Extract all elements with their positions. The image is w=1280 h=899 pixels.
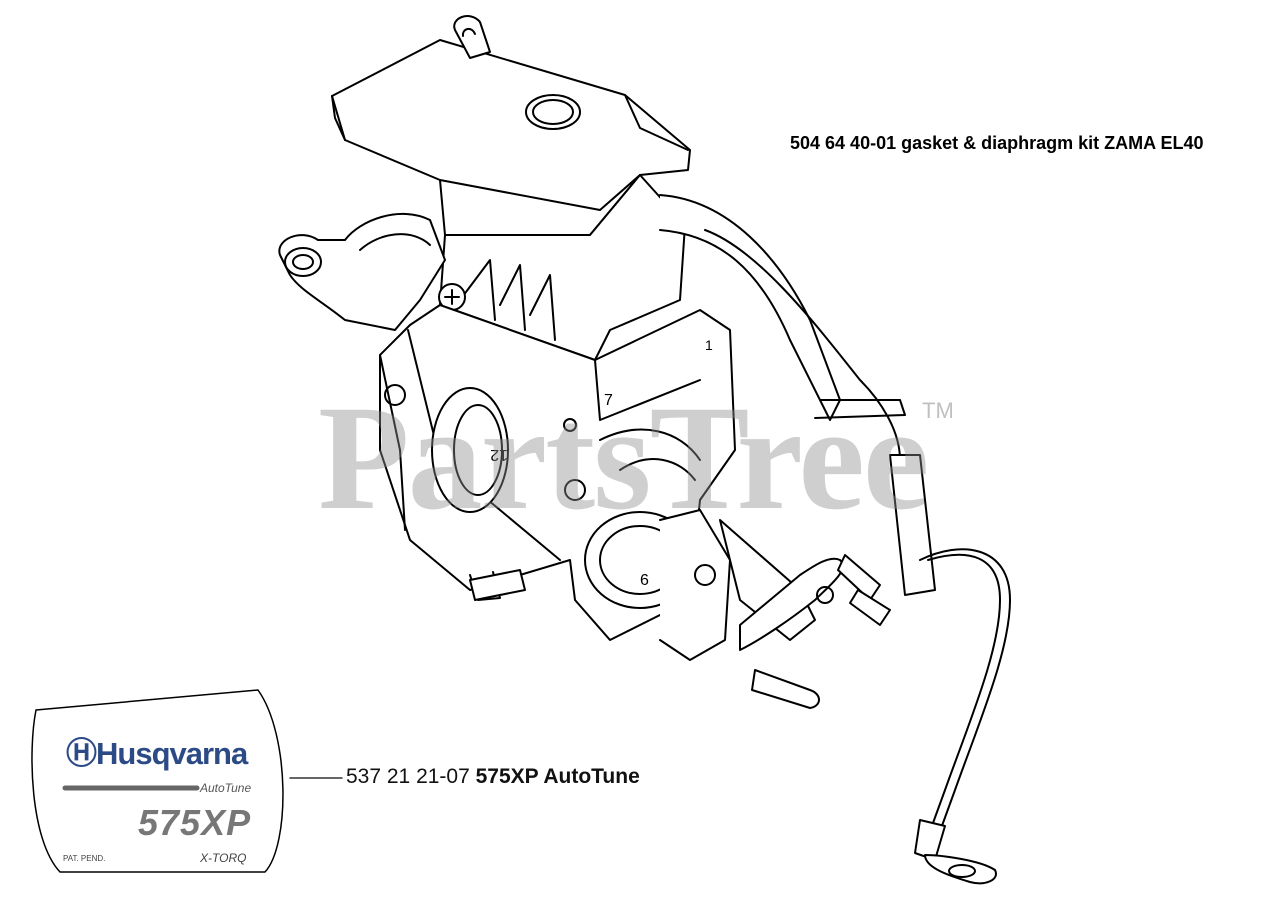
callout-6: 6 [640, 572, 649, 589]
decal-xtorq: X-TORQ [200, 851, 247, 865]
callout-7: 7 [604, 392, 613, 409]
decal-model: 575XP [138, 802, 252, 843]
callout-1: 1 [705, 337, 713, 353]
air-box-cover [331, 15, 691, 251]
sensor-wire [704, 229, 1011, 885]
bottom-nozzle [469, 569, 526, 601]
callout-12: 12 [490, 446, 508, 463]
part-number: 537 21 21-07 [346, 765, 470, 788]
part-name: 575XP AutoTune [475, 765, 640, 788]
brand-text: Husqvarna [96, 736, 248, 771]
kit-label: 504 64 40-01 gasket & diaphragm kit ZAMA… [790, 133, 1204, 153]
fuel-line [659, 194, 906, 421]
husqvarna-logo: ⒽHusqvarna [66, 736, 248, 771]
fuel-inlet-fitting [278, 212, 446, 331]
decal-outline [31, 689, 284, 873]
decal-pat-pend: PAT. PEND. [63, 854, 106, 863]
diaphragm-cover [584, 509, 731, 661]
part-label: 537 21 21-07 575XP AutoTune [346, 765, 640, 789]
throttle-lever [719, 519, 891, 709]
decal-autotune: AutoTune [200, 781, 252, 795]
watermark-tm: TM [922, 398, 954, 423]
